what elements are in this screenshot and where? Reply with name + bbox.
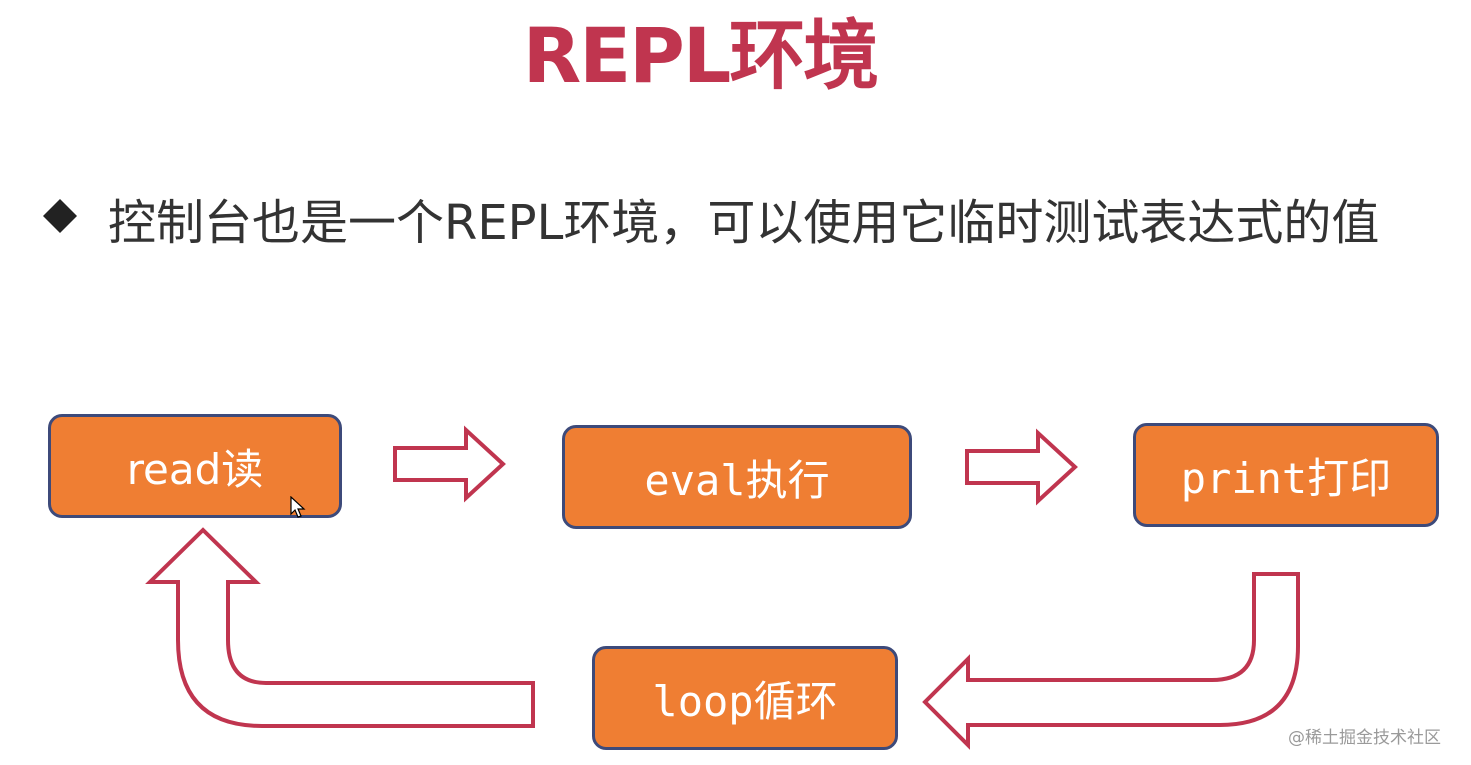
mouse-cursor-icon: [290, 496, 306, 518]
node-eval: eval执行: [562, 425, 912, 529]
arrow-loop-to-read: [145, 527, 535, 728]
bullet-text: 控制台也是一个REPL环境，可以使用它临时测试表达式的值: [108, 195, 1380, 251]
arrow-print-to-loop: [922, 572, 1300, 750]
node-print: print打印: [1133, 423, 1439, 527]
slide-title: REPL环境: [522, 11, 880, 100]
diamond-bullet-icon: [43, 199, 77, 233]
node-loop: loop循环: [592, 646, 898, 750]
watermark: @稀土掘金技术社区: [1288, 728, 1441, 748]
arrow-read-to-eval: [393, 425, 506, 503]
arrow-eval-to-print: [965, 428, 1078, 506]
